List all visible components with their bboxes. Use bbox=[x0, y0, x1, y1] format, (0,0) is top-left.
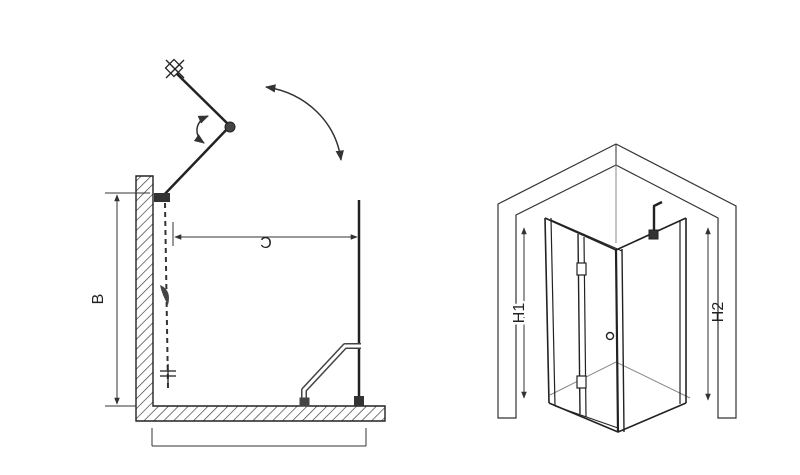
plan-view: B C bbox=[90, 58, 386, 447]
dimension-b bbox=[105, 192, 150, 407]
dimension-b-label: B bbox=[90, 294, 107, 305]
dimension-h2-label: H2 bbox=[710, 302, 727, 323]
iso-hinge-bottom-icon bbox=[576, 375, 587, 389]
dimension-c bbox=[172, 222, 358, 246]
dimension-h1-label: H1 bbox=[511, 303, 528, 324]
door-handle-icon bbox=[164, 58, 185, 79]
closed-door-dashed bbox=[160, 202, 176, 389]
fold-rotation-arrow-icon bbox=[193, 115, 209, 144]
side-panel-foot-icon bbox=[354, 396, 364, 406]
wall-l-shape bbox=[135, 175, 386, 422]
iso-hinge-top-icon bbox=[576, 262, 587, 276]
wall-hinge-icon bbox=[154, 193, 170, 202]
open-door-panel bbox=[160, 58, 236, 199]
iso-view: H1 H2 bbox=[497, 143, 737, 433]
swing-arrow-icon bbox=[264, 84, 344, 162]
stabilizer-bar bbox=[299, 343, 361, 407]
iso-wall-outline bbox=[497, 143, 737, 419]
closed-door-handle-icon bbox=[160, 364, 176, 384]
door-hinge-joint-icon bbox=[224, 121, 236, 133]
iso-door-knob-icon bbox=[605, 331, 615, 341]
iso-shower-enclosure bbox=[544, 200, 687, 433]
dimension-c-label: C bbox=[260, 235, 272, 252]
dimension-bottom bbox=[151, 428, 367, 447]
